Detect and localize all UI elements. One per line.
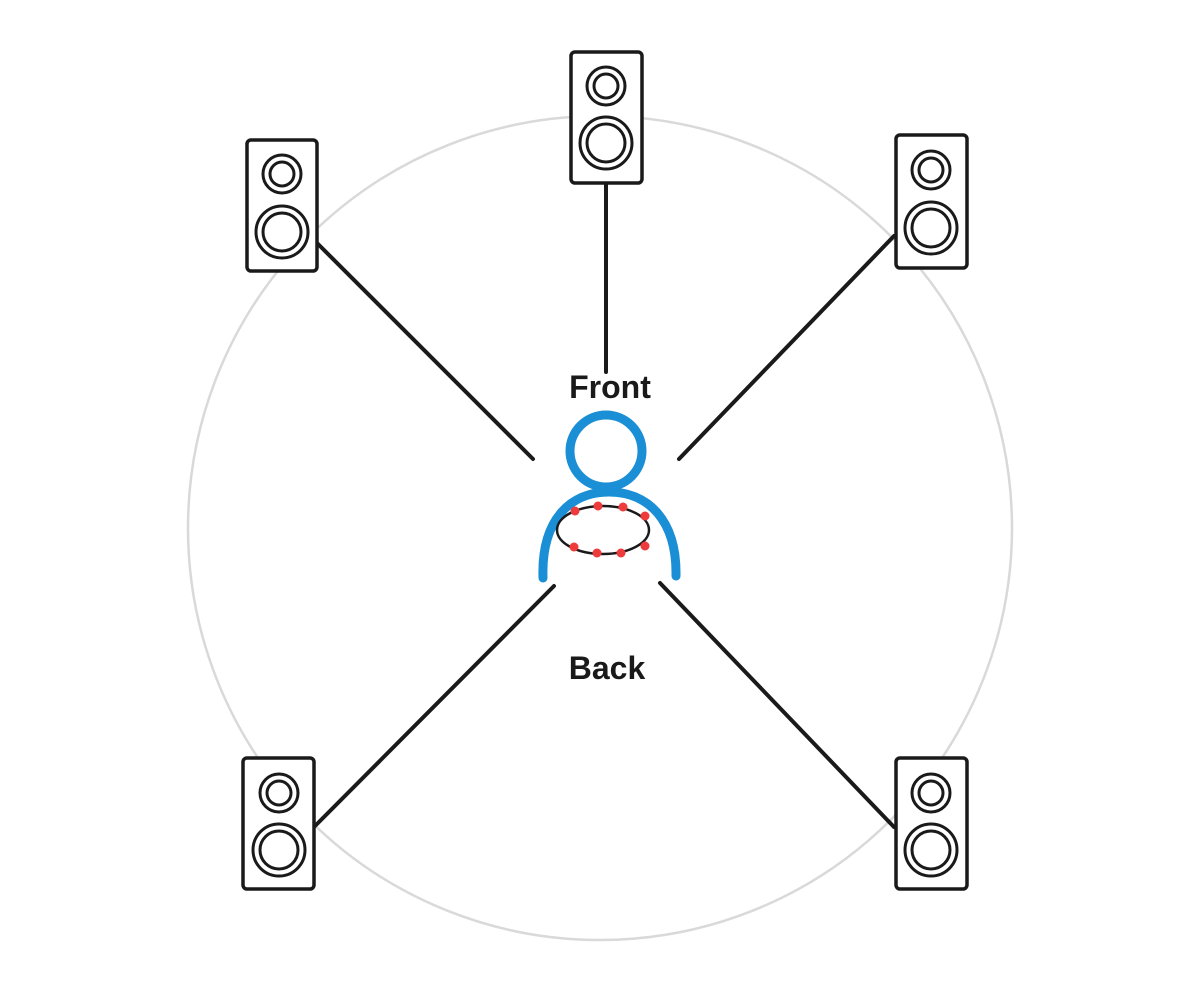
speaker-bottom-right xyxy=(894,756,969,891)
listener-head xyxy=(565,410,647,492)
speaker-icon xyxy=(903,149,959,256)
speaker-icon xyxy=(251,772,307,878)
front-label: Front xyxy=(569,369,651,405)
speaker-top-right xyxy=(894,133,969,270)
wire-bottom-right xyxy=(658,581,896,829)
wire-top-left xyxy=(316,242,535,461)
wire-bottom-left xyxy=(312,584,556,829)
speaker-top-left xyxy=(245,138,319,273)
mic-point xyxy=(640,511,650,521)
wire-top-right xyxy=(677,234,896,461)
person-icon xyxy=(538,410,681,583)
speaker-wires xyxy=(312,168,896,829)
speaker-icon xyxy=(903,772,959,878)
mic-point xyxy=(618,502,628,512)
speaker-bottom-left xyxy=(241,756,316,891)
speaker-top-center xyxy=(569,50,644,185)
mic-array-ring xyxy=(555,504,651,556)
listener-shoulders xyxy=(538,487,681,583)
mic-point xyxy=(592,548,602,558)
speaker-icon xyxy=(254,153,310,260)
mic-point xyxy=(593,501,603,511)
speaker-icon xyxy=(578,65,634,171)
mic-point xyxy=(570,506,580,516)
microphone-array-icon xyxy=(555,501,651,558)
mic-point xyxy=(569,542,579,552)
back-label: Back xyxy=(569,650,646,686)
mic-point xyxy=(640,541,650,551)
mic-point xyxy=(616,548,626,558)
